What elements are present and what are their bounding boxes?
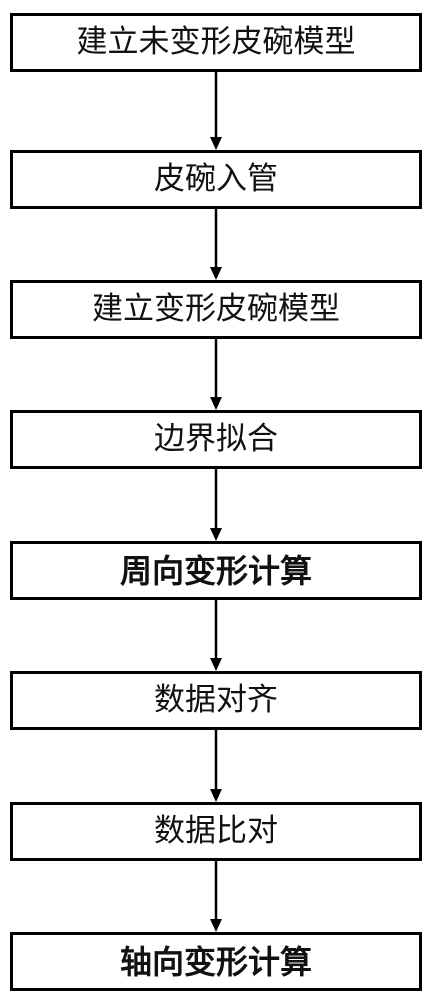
step-box-data-alignment: 数据对齐 (10, 671, 422, 730)
step-label: 数据比对 (154, 813, 278, 849)
arrowhead-icon (210, 267, 222, 280)
step-label: 皮碗入管 (154, 161, 278, 197)
arrowhead-icon (210, 919, 222, 932)
arrowhead-icon (210, 137, 222, 150)
step-label: 建立变形皮碗模型 (92, 291, 340, 327)
step-box-circumferential-deformation-calculation: 周向变形计算 (10, 541, 422, 600)
step-box-axial-deformation-calculation: 轴向变形计算 (10, 932, 422, 991)
step-box-boundary-fitting: 边界拟合 (10, 410, 422, 469)
arrowhead-icon (210, 658, 222, 671)
step-box-data-comparison: 数据比对 (10, 802, 422, 861)
arrowhead-icon (210, 528, 222, 541)
step-label: 边界拟合 (154, 421, 278, 457)
arrowhead-icon (210, 789, 222, 802)
step-box-build-deformed-cup-model: 建立变形皮碗模型 (10, 280, 422, 339)
step-label: 轴向变形计算 (119, 942, 312, 981)
step-box-cup-into-pipe: 皮碗入管 (10, 150, 422, 209)
step-label: 数据对齐 (154, 682, 278, 718)
arrowhead-icon (210, 397, 222, 410)
step-label: 建立未变形皮碗模型 (76, 24, 356, 60)
step-label: 周向变形计算 (119, 551, 312, 590)
step-box-build-undeformed-cup-model: 建立未变形皮碗模型 (10, 13, 422, 72)
